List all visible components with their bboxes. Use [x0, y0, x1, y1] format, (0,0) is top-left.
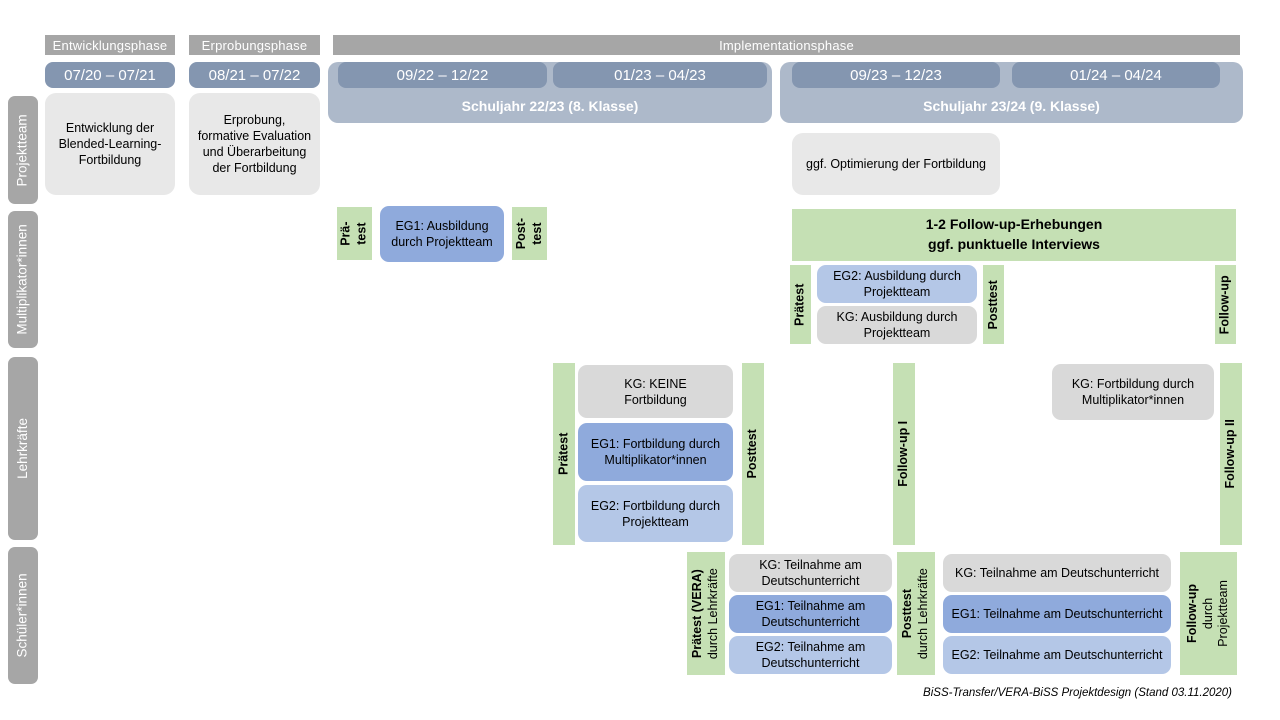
bar-praetest-multiplikator: Prä- test [337, 207, 372, 260]
praetest-line2: test [354, 222, 369, 245]
bar-praetest2-multiplikator: Prätest [790, 265, 811, 344]
bar-followup-schueler: Follow-up durch Projektteam [1180, 552, 1237, 675]
box-eg1-teilnahme-1: EG1: Teilnahme am Deutschunterricht [729, 595, 892, 633]
banner-line1: 1-2 Follow-up-Erhebungen [925, 216, 1103, 233]
date-bar-0720-0721: 07/20 – 07/21 [45, 62, 175, 88]
footer-caption: BiSS-Transfer/VERA-BiSS Projektdesign (S… [923, 687, 1232, 699]
banner-line2: ggf. punktuelle Interviews [928, 236, 1100, 252]
praetest-vera-line1: Prätest (VERA) [690, 569, 705, 658]
followup-schueler-line1: Follow-up [1185, 583, 1200, 644]
followup-schueler-line3: Projektteam [1216, 580, 1231, 647]
bar-posttest2-multiplikator: Posttest [983, 265, 1004, 344]
box-eg1-fortbildung-multiplikatoren: EG1: Fortbildung durch Multiplikator*inn… [578, 423, 733, 481]
bar-posttest-lehrkraefte: Posttest [742, 363, 764, 545]
box-eg2-teilnahme-1: EG2: Teilnahme am Deutschunterricht [729, 636, 892, 674]
posttest-line2: test [529, 222, 544, 245]
row-label-lehrkraefte-text: Lehrkräfte [14, 418, 30, 479]
posttest-schueler-line2: durch Lehrkräfte [916, 567, 930, 660]
row-label-schueler: Schüler*innen [8, 547, 38, 684]
box-kg-teilnahme-2: KG: Teilnahme am Deutschunterricht [943, 554, 1171, 592]
row-label-multiplikatoren-text: Multiplikator*innen [14, 224, 30, 335]
box-erprobung-evaluation: Erprobung, formative Evaluation und Über… [189, 93, 320, 195]
box-kg-ausbildung: KG: Ausbildung durch Projektteam [817, 306, 977, 344]
bar-praetest-vera-schueler: Prätest (VERA) durch Lehrkräfte [687, 552, 725, 675]
bar-followup2-lehrkraefte: Follow-up II [1220, 363, 1242, 545]
row-label-multiplikatoren: Multiplikator*innen [8, 211, 38, 348]
phase-header-implementation: Implementationsphase [333, 35, 1240, 55]
praetest-vera-line2: durch Lehrkräfte [706, 567, 720, 660]
date-bar-0124-0424: 01/24 – 04/24 [1012, 62, 1220, 88]
bar-followup1-lehrkraefte: Follow-up I [893, 363, 915, 545]
bar-praetest-lehrkraefte: Prätest [553, 363, 575, 545]
followup-schueler-line2: durch [1200, 597, 1215, 630]
box-kg-fortbildung-multiplikatoren: KG: Fortbildung durch Multiplikator*inne… [1052, 364, 1214, 420]
row-label-projektteam: Projektteam [8, 96, 38, 204]
date-bar-0821-0722: 08/21 – 07/22 [189, 62, 320, 88]
box-eg2-ausbildung: EG2: Ausbildung durch Projektteam [817, 265, 977, 303]
box-kg-keine-fortbildung: KG: KEINE Fortbildung [578, 365, 733, 418]
box-entwicklung-fortbildung: Entwicklung der Blended-Learning-Fortbil… [45, 93, 175, 195]
row-label-schueler-text: Schüler*innen [14, 573, 30, 658]
bar-posttest-schueler: Posttest durch Lehrkräfte [897, 552, 935, 675]
date-bar-0123-0423: 01/23 – 04/23 [553, 62, 767, 88]
box-eg2-fortbildung-projektteam: EG2: Fortbildung durch Projektteam [578, 485, 733, 542]
banner-followup-erhebungen: 1-2 Follow-up-Erhebungen ggf. punktuelle… [792, 209, 1236, 261]
row-label-projektteam-text: Projektteam [14, 113, 30, 187]
praetest-line1: Prä- [338, 221, 353, 246]
box-eg1-ausbildung: EG1: Ausbildung durch Projektteam [380, 206, 504, 262]
box-kg-teilnahme-1: KG: Teilnahme am Deutschunterricht [729, 554, 892, 592]
box-eg2-teilnahme-2: EG2: Teilnahme am Deutschunterricht [943, 636, 1171, 674]
date-bar-0923-1223: 09/23 – 12/23 [792, 62, 1000, 88]
bar-posttest-multiplikator: Post- test [512, 207, 547, 260]
phase-header-erprobung: Erprobungsphase [189, 35, 320, 55]
posttest-schueler-line1: Posttest [900, 588, 915, 639]
date-bar-0922-1222: 09/22 – 12/22 [338, 62, 547, 88]
box-optimierung-fortbildung: ggf. Optimierung der Fortbildung [792, 133, 1000, 195]
bar-followup-multiplikator: Follow-up [1215, 265, 1236, 344]
phase-header-entwicklung: Entwicklungsphase [45, 35, 175, 55]
box-eg1-teilnahme-2: EG1: Teilnahme am Deutschunterricht [943, 595, 1171, 633]
row-label-lehrkraefte: Lehrkräfte [8, 357, 38, 540]
posttest-line1: Post- [513, 217, 528, 250]
